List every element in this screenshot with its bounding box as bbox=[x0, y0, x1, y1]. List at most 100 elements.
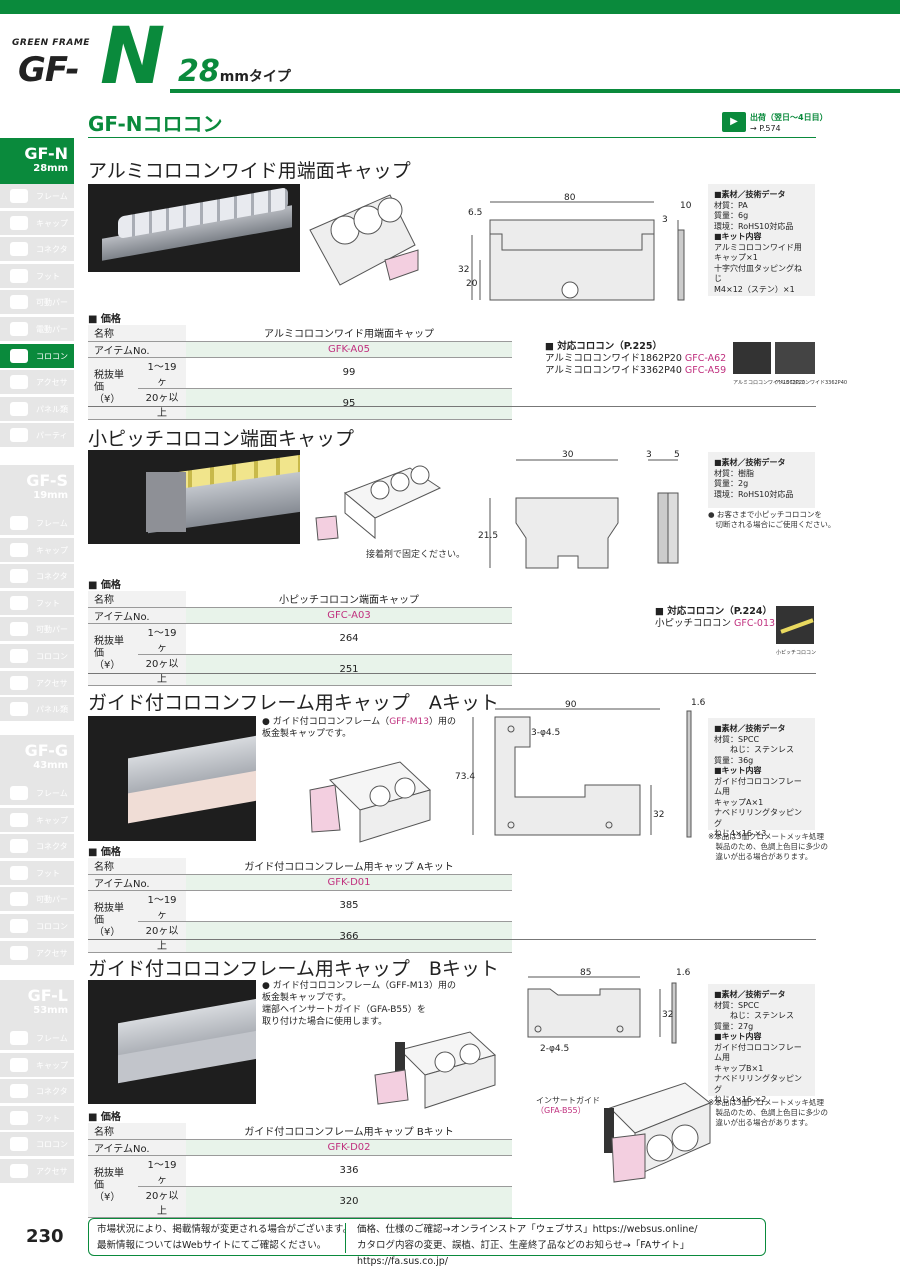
bullet-line: 取り付けた場合に使用します。 bbox=[262, 1017, 388, 1027]
dim-width: 85 bbox=[580, 968, 591, 978]
price-header: ■ 価格 bbox=[88, 1112, 121, 1123]
sidebar-item[interactable]: アクセサリ bbox=[0, 670, 74, 713]
product-photo bbox=[88, 980, 256, 1104]
item-label: アイテムNo. bbox=[88, 1139, 186, 1156]
spec-line: ■キット内容 bbox=[714, 766, 762, 775]
sidebar-item-label: コロコン bbox=[36, 652, 68, 661]
category-icon bbox=[10, 215, 28, 230]
bullet-line: 端部へインサートガイド（GFA-B55）を bbox=[262, 1005, 426, 1015]
sidebar-item-label: フット bbox=[36, 271, 60, 281]
tier-label: 1～19ヶ bbox=[138, 1155, 186, 1187]
price-header: ■ 価格 bbox=[88, 314, 121, 325]
sidebar-item[interactable]: フット bbox=[0, 590, 74, 616]
sidebar-item[interactable]: コロコン bbox=[0, 1132, 74, 1158]
usage-note: ● お客さまで小ピッチコロコンを 切断される場合にご使用ください。 bbox=[708, 510, 835, 530]
note-line: 違いが出る場合があります。 bbox=[708, 1118, 813, 1127]
item-number: GFK-D01 bbox=[186, 874, 512, 891]
category-icon bbox=[10, 1057, 28, 1072]
page-number: 230 bbox=[26, 1226, 64, 1247]
sidebar-item-label: フレーム bbox=[36, 789, 68, 798]
sidebar-item-label: キャップ bbox=[36, 545, 68, 555]
spec-line: 材質：SPCC bbox=[714, 734, 760, 744]
name-label: 名称 bbox=[88, 1123, 186, 1140]
sidebar-item[interactable]: フレーム bbox=[0, 511, 74, 536]
dim-left: 6.5 bbox=[468, 208, 482, 218]
sidebar-item[interactable]: フット bbox=[0, 263, 74, 289]
tier-label: 1～19ヶ bbox=[138, 890, 186, 922]
sidebar-item[interactable]: 電動パーツ bbox=[0, 317, 74, 359]
sidebar-item[interactable]: パーティション bbox=[0, 423, 74, 465]
dim-h2: 32 bbox=[653, 810, 664, 820]
sidebar-item[interactable]: 可動パーツ bbox=[0, 290, 74, 332]
category-icon bbox=[10, 516, 28, 530]
sidebar-item[interactable]: 可動パーツ bbox=[0, 617, 74, 659]
sidebar-item[interactable]: キャップ bbox=[0, 1052, 74, 1078]
spec-line: 質量：27g bbox=[714, 1021, 754, 1031]
bullet-line: 板金製キャップです。 bbox=[262, 993, 352, 1003]
sidebar-item[interactable]: パネル類 bbox=[0, 697, 74, 723]
spec-line: 質量：6g bbox=[714, 211, 749, 220]
sidebar-item[interactable]: キャップ bbox=[0, 210, 74, 236]
sidebar-item-label: パネル類 bbox=[36, 705, 68, 715]
category-icon bbox=[10, 569, 28, 584]
divider bbox=[88, 406, 816, 407]
note-line: ※本品は3価クロメートメッキ処理 bbox=[708, 1098, 825, 1107]
product-title: ガイド付コロコンフレーム用キャップ Aキット bbox=[88, 692, 499, 714]
plating-note: ※本品は3価クロメートメッキ処理 製品のため、色調上色目に多少の 違いが出る場合… bbox=[708, 1098, 828, 1128]
sidebar-item-label: フレーム bbox=[36, 192, 68, 201]
product-photo bbox=[88, 716, 256, 841]
category-icon bbox=[10, 1110, 28, 1125]
sidebar-item[interactable]: キャップ bbox=[0, 807, 74, 833]
brand-small: GREEN FRAME bbox=[12, 38, 90, 48]
spec-line: ■キット内容 bbox=[714, 1032, 762, 1041]
price-value: 264 bbox=[186, 623, 512, 655]
sidebar-item[interactable]: コロコン bbox=[0, 343, 74, 369]
category-icon bbox=[10, 675, 28, 690]
category-icon bbox=[10, 649, 28, 663]
sidebar-item[interactable]: コネクタ bbox=[0, 834, 74, 860]
item-label: アイテムNo. bbox=[88, 874, 186, 891]
sidebar-item[interactable]: アクセサリ bbox=[0, 940, 74, 983]
compat-photo bbox=[775, 342, 815, 374]
category-icon bbox=[10, 1084, 28, 1099]
sidebar-item[interactable]: 可動パーツ bbox=[0, 887, 74, 929]
category-icon bbox=[10, 786, 28, 800]
note-line: ● お客さまで小ピッチコロコンを bbox=[708, 510, 822, 519]
sidebar-item[interactable]: コネクタ bbox=[0, 237, 74, 263]
sidebar-item[interactable]: フット bbox=[0, 860, 74, 886]
sidebar-item[interactable]: フット bbox=[0, 1105, 74, 1131]
sidebar-item[interactable]: コネクタ bbox=[0, 1079, 74, 1105]
item-number: GFK-A05 bbox=[186, 341, 512, 358]
sidebar-item[interactable]: アクセサリ bbox=[0, 370, 74, 412]
note-line: 製品のため、色調上色目に多少の bbox=[708, 842, 828, 851]
spec-line: ねじ4×16 ×3 bbox=[714, 829, 767, 838]
ship-info: 出荷（翌日～4日目）→ P.574 bbox=[750, 113, 828, 133]
plating-note: ※本品は3価クロメートメッキ処理 製品のため、色調上色目に多少の 違いが出る場合… bbox=[708, 832, 828, 862]
product-title: ガイド付コロコンフレーム用キャップ Bキット bbox=[88, 958, 499, 980]
category-icon bbox=[10, 242, 28, 257]
footer-link[interactable]: 価格、仕様のご確認→オンラインストア「ウェブサス」https://websus.… bbox=[357, 1224, 698, 1235]
sidebar-item[interactable]: コロコン bbox=[0, 914, 74, 939]
sidebar-item[interactable]: アクセサリ bbox=[0, 1159, 74, 1201]
compat-caption: アルミコロコンワイド1862P20 bbox=[733, 380, 806, 386]
sidebar-item[interactable]: フレーム bbox=[0, 781, 74, 806]
sidebar-item[interactable]: パネル類 bbox=[0, 396, 74, 422]
dim-width: 90 bbox=[565, 700, 577, 710]
divider bbox=[88, 673, 816, 674]
sidebar-item[interactable]: フレーム bbox=[0, 184, 74, 209]
product-illustration bbox=[309, 194, 419, 286]
sidebar-item[interactable]: フレーム bbox=[0, 1026, 74, 1051]
footer-link[interactable]: カタログ内容の変更、誤植、訂正、生産終了品などのお知らせ→「FAサイト」http… bbox=[357, 1240, 690, 1267]
sidebar-item[interactable]: コネクタ bbox=[0, 564, 74, 590]
sidebar-item[interactable]: キャップ bbox=[0, 537, 74, 563]
compat-caption: アルミコロコンワイド3362P40 bbox=[775, 380, 848, 386]
sidebar-item[interactable]: コロコン bbox=[0, 644, 74, 669]
price-label: 税抜単価 （¥） bbox=[88, 623, 138, 686]
category-icon bbox=[10, 865, 28, 880]
